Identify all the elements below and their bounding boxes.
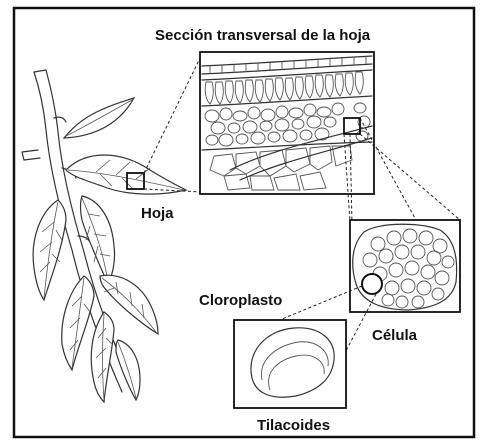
cell-detail [350,220,460,312]
leaf-label: Hoja [141,205,174,222]
chloroplast-label: Cloroplasto [199,292,282,309]
leaf-cross-section [200,52,374,194]
thylakoids-label: Tilacoides [257,417,330,434]
cell-label: Célula [372,327,418,344]
chloroplast-highlight [362,274,382,294]
thylakoid-detail [234,320,346,408]
title-label: Sección transversal de la hoja [155,27,371,44]
